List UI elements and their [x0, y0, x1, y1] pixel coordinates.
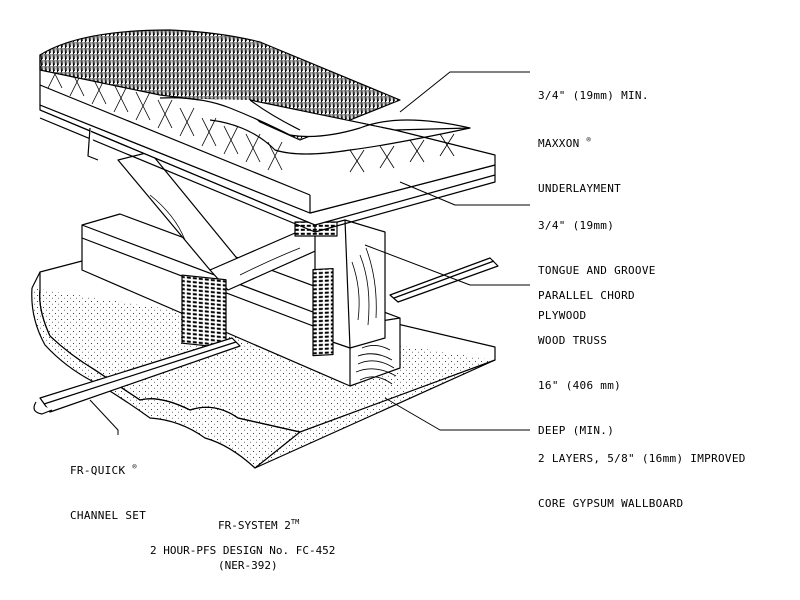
callout-truss-line2: WOOD TRUSS [538, 334, 608, 347]
system-name: FR-SYSTEM 2 [218, 519, 291, 532]
callout-truss-line4: DEEP (MIN.) [538, 424, 615, 437]
callout-wallboard-line1: 2 LAYERS, 5/8" (16mm) IMPROVED [538, 452, 746, 465]
leader-lines [89, 71, 530, 435]
callout-channel: FR-QUICK ® CHANNEL SET [70, 430, 146, 538]
maxxon-underlayment [39, 29, 471, 141]
callout-truss-line3: 16" (406 mm) [538, 379, 622, 392]
registered-mark: ® [132, 463, 137, 471]
gusset-plate-left [181, 274, 227, 349]
callout-wallboard-line2: CORE GYPSUM WALLBOARD [538, 497, 684, 510]
callout-channel-line1: FR-QUICK ® [70, 460, 146, 478]
chord-end-grain [355, 345, 397, 385]
caption-design: 2 HOUR-PFS DESIGN No. FC-452 [150, 544, 336, 557]
callout-plywood-line2: TONGUE AND GROOVE [538, 264, 656, 277]
fr-quick-channel [33, 257, 499, 415]
caption-ner: (NER-392) [218, 559, 278, 572]
callout-plywood: 3/4" (19mm) TONGUE AND GROOVE PLYWOOD [538, 188, 656, 338]
leader-underlayment [399, 71, 530, 113]
callout-truss: PARALLEL CHORD WOOD TRUSS 16" (406 mm) D… [538, 258, 635, 453]
trademark-mark: TM [290, 518, 300, 526]
callout-underlayment-line2: MAXXON ® [538, 133, 649, 151]
leader-plywood [399, 181, 530, 206]
leader-truss [364, 244, 530, 286]
fr-quick-name: FR-QUICK [70, 464, 126, 477]
callout-wallboard: 2 LAYERS, 5/8" (16mm) IMPROVED CORE GYPS… [538, 421, 746, 526]
callout-channel-line2: CHANNEL SET [70, 509, 147, 522]
callout-underlayment-line3: UNDERLAYMENT [538, 182, 622, 195]
callout-underlayment-line1: 3/4" (19mm) MIN. [538, 89, 649, 102]
truss-web-members [117, 151, 341, 291]
callout-plywood-line1: 3/4" (19mm) [538, 219, 615, 232]
leader-channel [89, 399, 119, 435]
callout-truss-line1: PARALLEL CHORD [538, 289, 635, 302]
registered-mark: ® [586, 136, 591, 144]
maxxon-name: MAXXON [538, 137, 580, 150]
gusset-plate-right [312, 267, 334, 357]
leader-wallboard [384, 397, 530, 431]
caption-system: FR-SYSTEM 2TM [218, 515, 299, 533]
callout-plywood-line3: PLYWOOD [538, 309, 587, 322]
callout-underlayment: 3/4" (19mm) MIN. MAXXON ® UNDERLAYMENT [538, 58, 649, 211]
